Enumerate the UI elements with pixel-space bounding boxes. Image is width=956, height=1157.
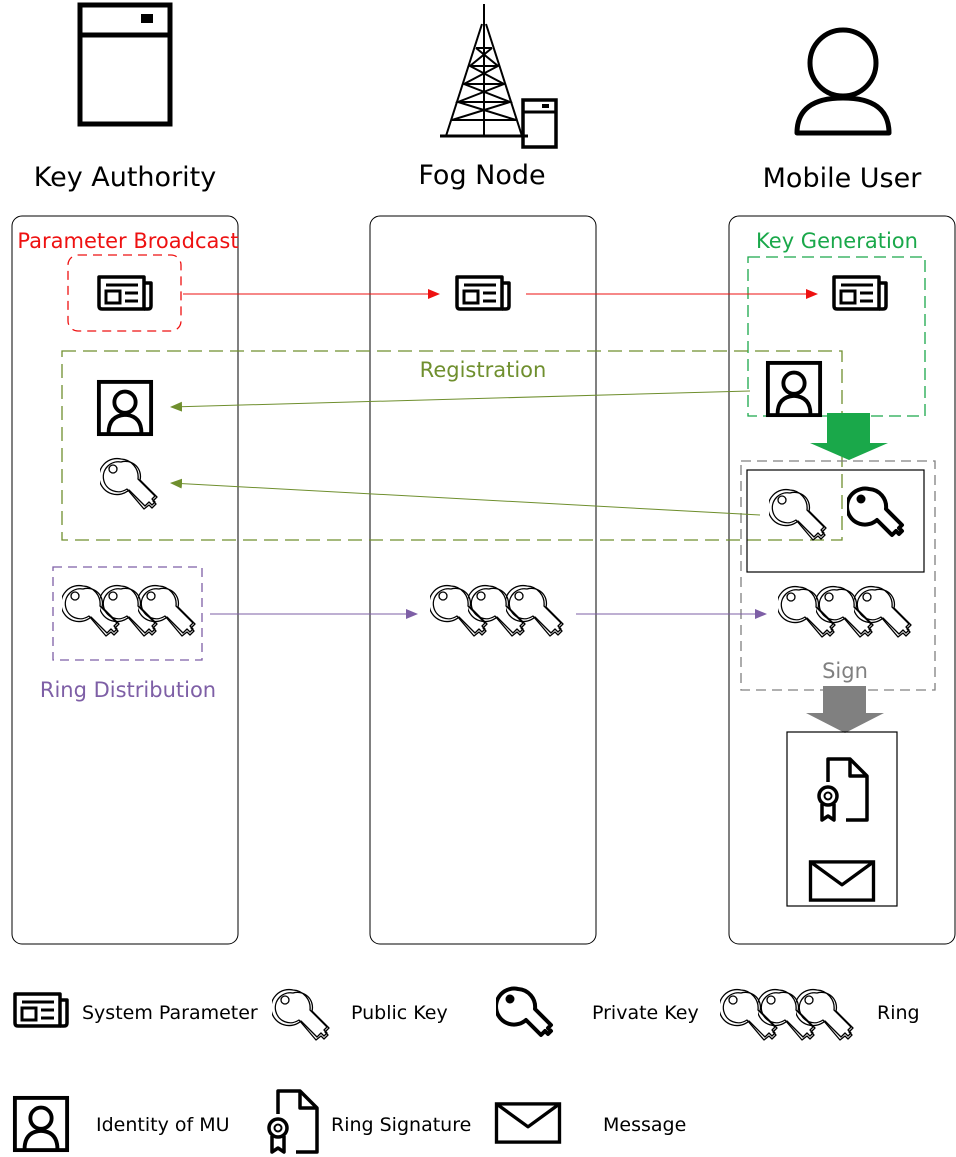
message-icon — [808, 860, 876, 902]
legend-identity-icon — [12, 1095, 70, 1153]
fog-node-lane — [369, 215, 597, 945]
private-key-icon — [847, 486, 904, 537]
system-parameter-icon — [455, 275, 511, 311]
signature-output-box — [786, 731, 898, 907]
sign-label: Sign — [822, 659, 868, 683]
legend-public-key-label: Public Key — [351, 1002, 448, 1024]
legend-ring-icon — [719, 990, 853, 1040]
key-authority-title: Key Authority — [34, 162, 217, 193]
key-authority-lane — [11, 215, 239, 945]
cell-tower-icon — [440, 4, 558, 149]
legend-message-label: Message — [603, 1114, 686, 1136]
legend-ring-label: Ring — [877, 1002, 920, 1024]
system-parameter-icon — [97, 275, 153, 311]
legend: System Parameter Public Key Private Key … — [12, 986, 920, 1154]
key-generation-block-arrow — [810, 413, 888, 460]
legend-private-key-label: Private Key — [592, 1002, 699, 1024]
ring-signature-icon — [817, 757, 869, 822]
registration-arrow-public-key — [170, 478, 761, 516]
public-key-icon — [769, 488, 827, 541]
key-generation-label: Key Generation — [756, 229, 918, 253]
legend-system-parameter-icon — [13, 992, 69, 1028]
parameter-broadcast-box — [67, 254, 182, 332]
fog-node-title: Fog Node — [418, 160, 545, 191]
legend-identity-label: Identity of MU — [96, 1114, 230, 1136]
key-generation-box — [747, 256, 926, 417]
legend-private-key-icon — [496, 986, 553, 1037]
public-key-icon — [100, 457, 158, 510]
registration-arrow-identity — [170, 390, 751, 412]
sign-block-arrow — [806, 686, 884, 733]
key-pair-box — [746, 469, 925, 573]
mobile-user-lane — [728, 215, 956, 945]
ring-distribution-box — [52, 566, 203, 661]
legend-ring-signature-label: Ring Signature — [331, 1114, 471, 1136]
parameter-broadcast-label: Parameter Broadcast — [17, 229, 238, 253]
ring-icon — [777, 587, 911, 637]
ring-icon — [429, 586, 563, 636]
ring-distribution-label: Ring Distribution — [40, 678, 216, 702]
legend-ring-signature-icon — [267, 1089, 319, 1154]
mobile-user-title: Mobile User — [763, 163, 923, 194]
system-parameter-icon — [832, 275, 888, 311]
legend-message-icon — [494, 1102, 562, 1144]
ring-icon — [61, 586, 195, 636]
identity-icon — [765, 360, 823, 418]
person-icon — [794, 27, 892, 136]
sign-box — [740, 460, 936, 691]
registration-label: Registration — [420, 358, 547, 382]
server-icon — [77, 2, 173, 127]
identity-icon — [96, 379, 154, 437]
legend-system-parameter-label: System Parameter — [82, 1002, 258, 1024]
legend-public-key-icon — [272, 988, 330, 1041]
